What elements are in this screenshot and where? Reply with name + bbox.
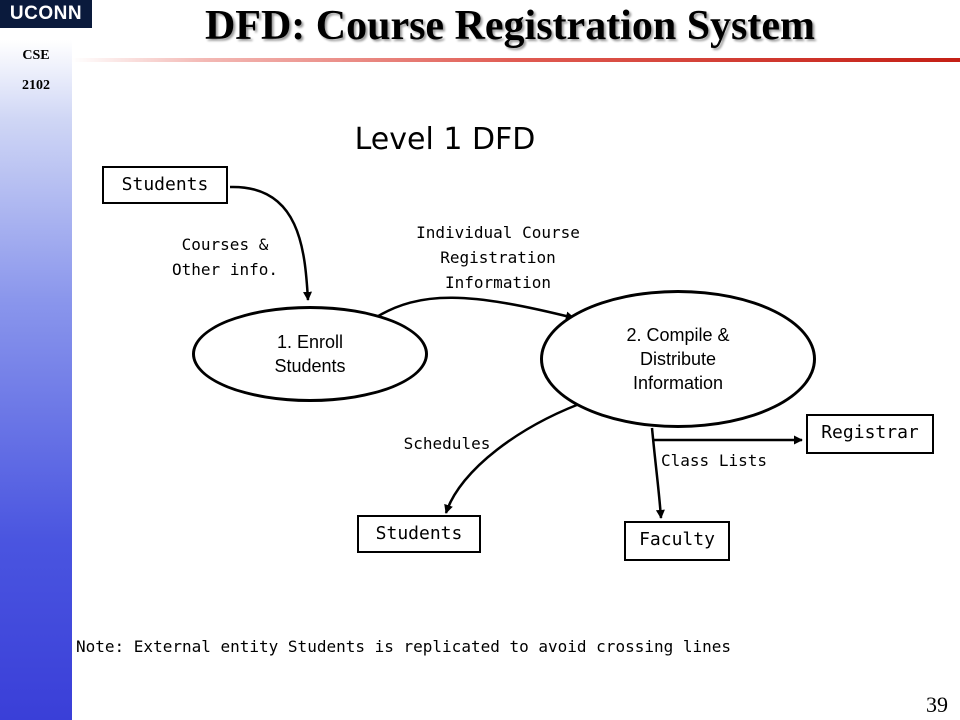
flow-label-registration: Individual Course Registration Informati…: [416, 223, 580, 292]
sidebar-gradient: [0, 0, 72, 720]
uconn-logo: UCONN: [0, 0, 92, 28]
process-compile-distribute: 2. Compile & Distribute Information: [540, 290, 816, 428]
process-enroll-students: 1. Enroll Students: [192, 306, 428, 402]
entity-registrar: Registrar: [806, 414, 934, 454]
course-number: 2102: [22, 78, 50, 93]
entity-faculty: Faculty: [624, 521, 730, 561]
page-number: 39: [926, 692, 948, 717]
course-code: CSE: [22, 48, 50, 63]
flow-courses-arrow: [229, 185, 313, 301]
process-compile-label: 2. Compile & Distribute Information: [626, 325, 730, 393]
slide-title: DFD: Course Registration System: [204, 3, 816, 49]
flow-label-class-lists: Class Lists: [661, 451, 767, 470]
title-divider: [72, 58, 960, 62]
entity-students-bottom: Students: [357, 515, 481, 553]
flow-schedules-arrow: [444, 398, 591, 514]
process-enroll-label: 1. Enroll Students: [274, 332, 346, 376]
flow-label-courses: Courses & Other info.: [172, 235, 278, 279]
flow-faculty-arrow: [650, 427, 665, 519]
entity-students-top: Students: [102, 166, 228, 204]
footnote: Note: External entity Students is replic…: [76, 637, 732, 656]
diagram-subtitle: Level 1 DFD: [354, 122, 536, 157]
flow-registration-arrow: [374, 296, 575, 321]
flow-label-schedules: Schedules: [403, 434, 491, 453]
